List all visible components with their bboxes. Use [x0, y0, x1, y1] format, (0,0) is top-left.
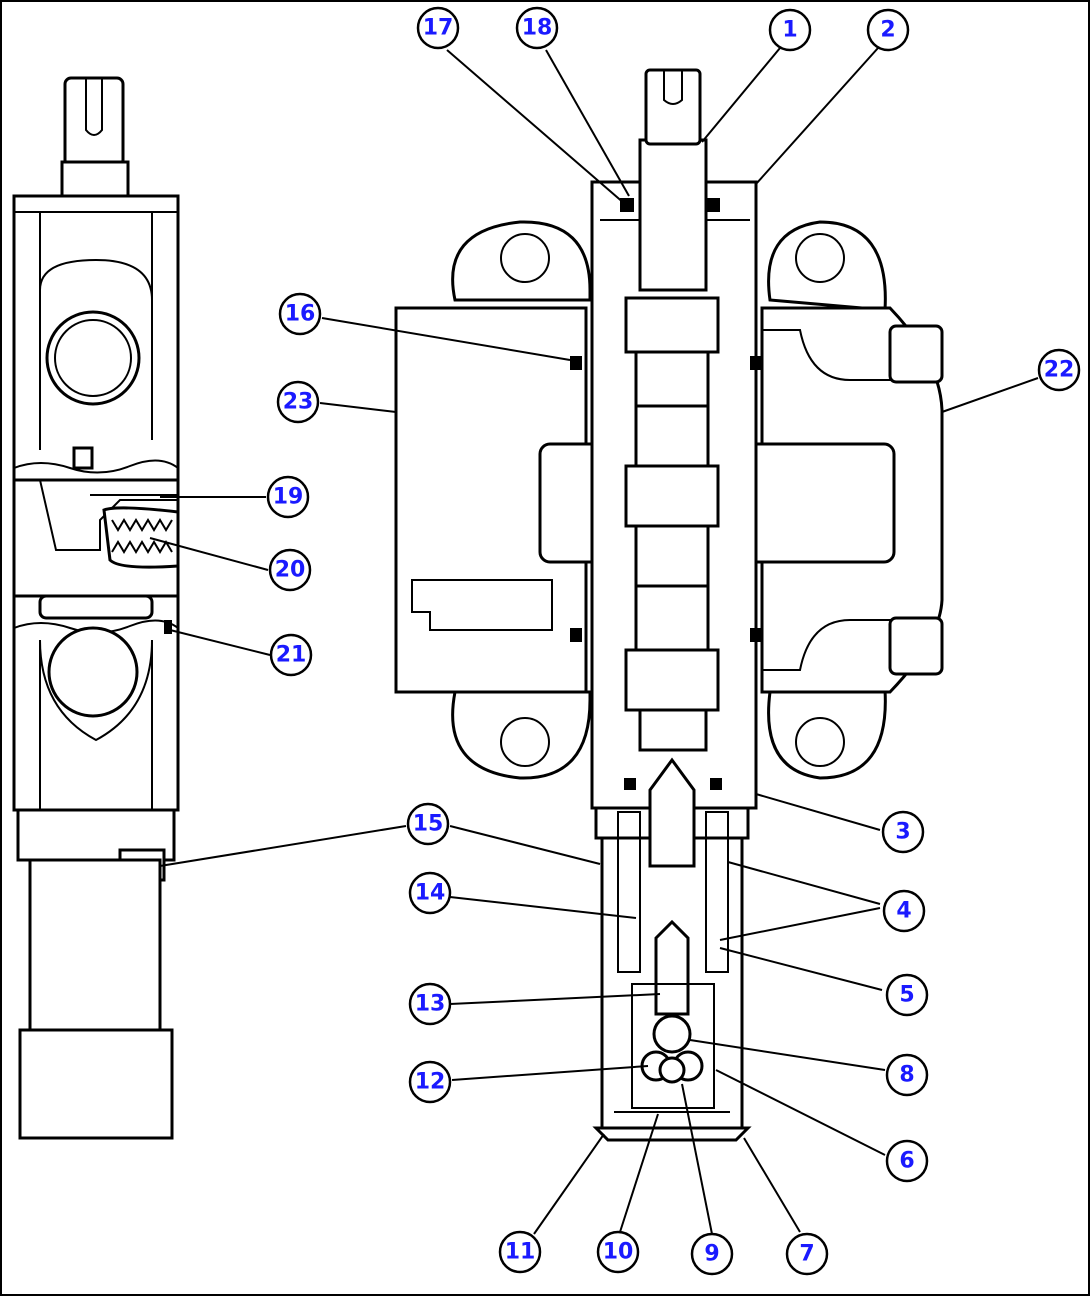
callout-label: 12: [415, 1070, 446, 1095]
callout-label: 7: [799, 1242, 814, 1267]
callout-14: 14: [408, 871, 452, 915]
callout-1: 1: [768, 8, 812, 52]
callout-label: 17: [423, 16, 454, 41]
callout-4: 4: [882, 889, 926, 933]
callout-11: 11: [498, 1230, 542, 1274]
leader-lines: [149, 47, 1039, 1235]
callout-label: 5: [899, 983, 914, 1008]
callout-label: 21: [276, 643, 307, 668]
callout-label: 18: [522, 16, 553, 41]
callout-20: 20: [268, 548, 312, 592]
callout-23: 23: [276, 380, 320, 424]
callout-7: 7: [785, 1232, 829, 1276]
callout-2: 2: [866, 8, 910, 52]
callout-label: 11: [505, 1240, 536, 1265]
callout-12: 12: [408, 1060, 452, 1104]
callout-label: 14: [415, 881, 446, 906]
callout-label: 9: [704, 1242, 719, 1267]
callout-5: 5: [885, 973, 929, 1017]
callout-label: 4: [896, 899, 911, 924]
callout-label: 22: [1044, 358, 1075, 383]
section-view: [394, 68, 944, 1142]
callout-10: 10: [596, 1230, 640, 1274]
callout-8: 8: [885, 1053, 929, 1097]
side-view: [12, 76, 180, 1140]
callout-label: 10: [603, 1240, 634, 1265]
callout-label: 2: [880, 18, 895, 43]
callout-16: 16: [278, 292, 322, 336]
callout-15: 15: [406, 802, 450, 846]
callout-21: 21: [269, 633, 313, 677]
callout-label: 13: [415, 992, 446, 1017]
callout-22: 22: [1037, 348, 1081, 392]
callout-17: 17: [416, 6, 460, 50]
callout-label: 6: [899, 1149, 914, 1174]
callout-19: 19: [266, 475, 310, 519]
callout-label: 3: [895, 820, 910, 845]
callout-label: 19: [273, 485, 304, 510]
callout-18: 18: [515, 6, 559, 50]
callout-6: 6: [885, 1139, 929, 1183]
callout-13: 13: [408, 982, 452, 1026]
callout-label: 23: [283, 390, 314, 415]
callout-3: 3: [881, 810, 925, 854]
callout-9: 9: [690, 1232, 734, 1276]
callout-label: 20: [275, 558, 306, 583]
callout-label: 8: [899, 1063, 914, 1088]
callout-label: 16: [285, 302, 316, 327]
callout-label: 1: [782, 18, 797, 43]
callout-label: 15: [413, 812, 444, 837]
